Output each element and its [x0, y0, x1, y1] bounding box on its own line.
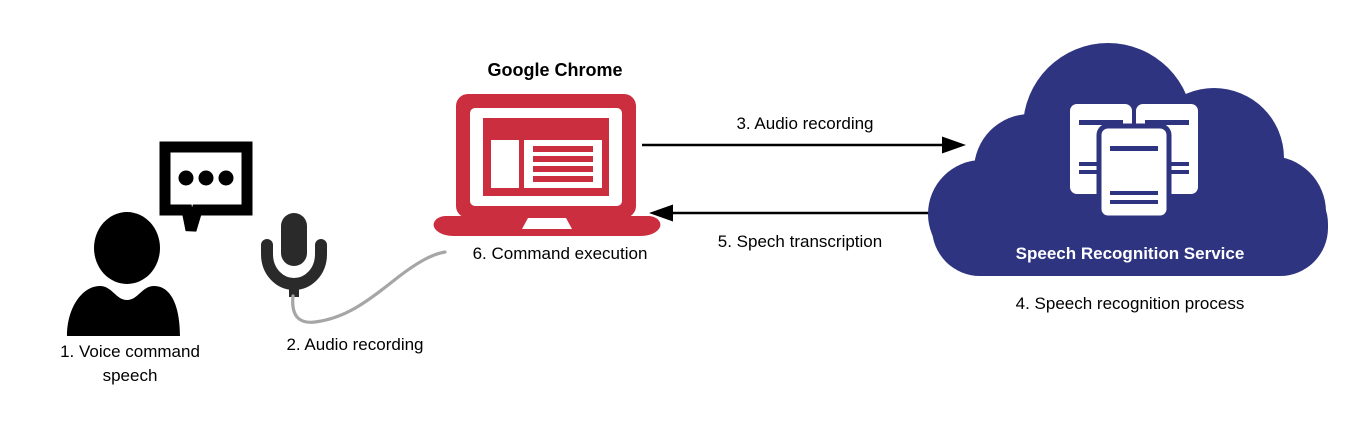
server-front [1096, 123, 1172, 221]
laptop-trackpad [522, 218, 572, 229]
laptop-icon [433, 94, 661, 236]
cloud-caption: 4. Speech recognition process [1015, 294, 1245, 313]
mic-capsule [281, 213, 307, 266]
edge-label-audio-recording: 3. Audio recording [736, 114, 874, 133]
speech-bubble-shape [159, 141, 253, 232]
laptop-node [428, 92, 678, 237]
bubble-dot-3 [218, 170, 234, 186]
content-line-1 [533, 146, 593, 152]
cloud-servers-icon [928, 43, 1328, 276]
user-caption-line1: 1. Voice command [60, 342, 200, 361]
arrow-cloud-to-laptop [649, 204, 943, 222]
person-body [67, 286, 180, 336]
content-line-4 [533, 176, 593, 182]
browser-sidebar-panel [491, 140, 519, 188]
user-node [60, 140, 260, 340]
arrow-head-right [942, 136, 966, 154]
bubble-dot-2 [198, 170, 214, 186]
mic-stem [289, 280, 299, 297]
arrow-head-left [649, 204, 673, 222]
microphone-node [258, 200, 348, 325]
content-line-3 [533, 166, 593, 172]
laptop-caption: 6. Command execution [472, 244, 648, 263]
person-head [94, 212, 160, 284]
arrow-laptop-to-cloud [642, 136, 966, 154]
microphone-caption: 2. Audio recording [286, 335, 424, 354]
user-caption-line2: speech [102, 366, 158, 385]
cloud-node [918, 36, 1343, 284]
person-speaking-icon [67, 141, 253, 336]
mic-to-laptop-cable [291, 250, 447, 324]
cable-path [291, 250, 447, 324]
content-line-2 [533, 156, 593, 162]
bubble-dot-1 [178, 170, 194, 186]
laptop-title: Google Chrome [487, 60, 623, 80]
cloud-title: Speech Recognition Service [1015, 244, 1245, 263]
edge-label-spech-transcription: 5. Spech transcription [717, 232, 883, 251]
microphone-icon [261, 213, 327, 297]
